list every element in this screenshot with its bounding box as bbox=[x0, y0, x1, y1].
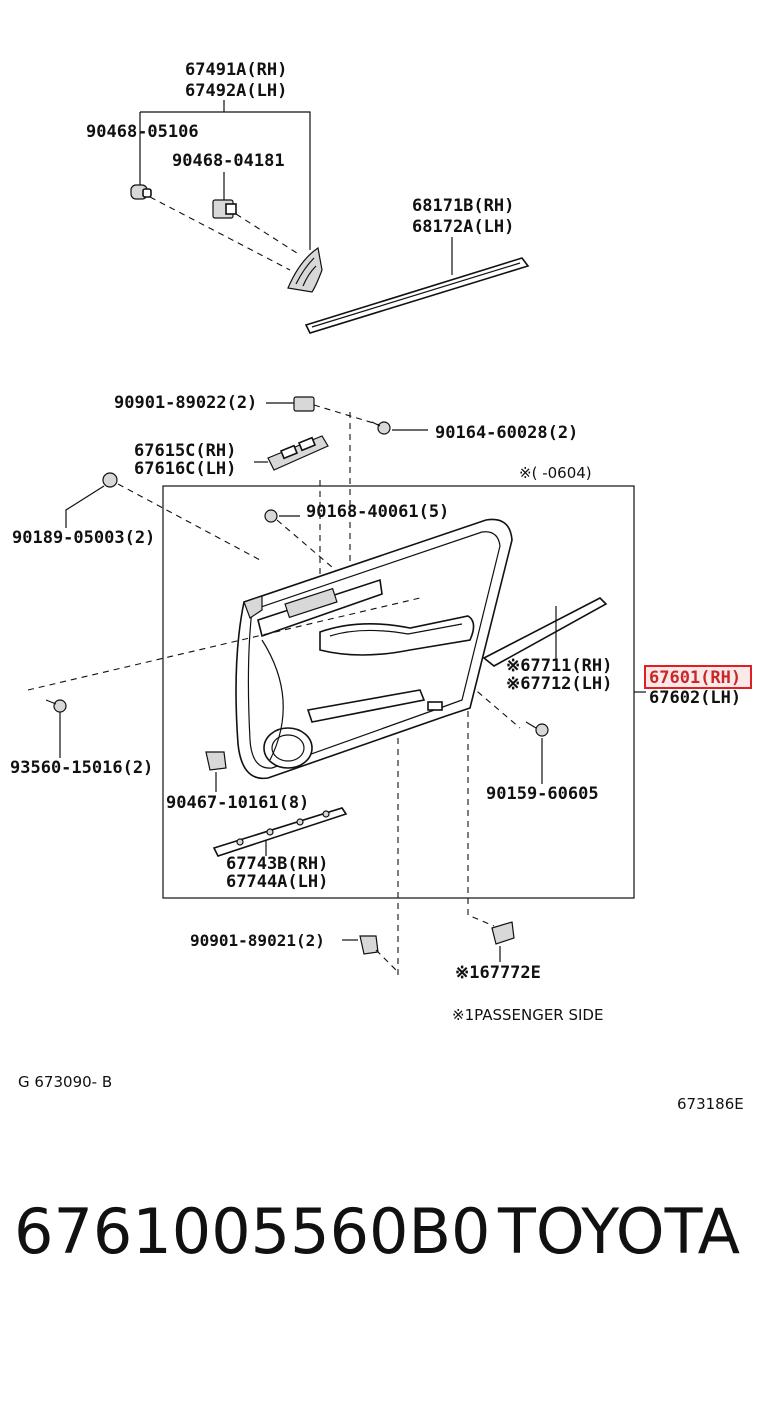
label-67744a: 67744A(LH) bbox=[226, 872, 328, 892]
label-90901-89022: 90901-89022(2) bbox=[114, 393, 257, 413]
label-90901-89021: 90901-89021(2) bbox=[190, 931, 325, 950]
belt-moulding-68171b bbox=[304, 257, 530, 334]
screw-90168-40061 bbox=[264, 509, 278, 523]
highlight-box-67601[interactable] bbox=[644, 665, 752, 689]
label-93560-15016: 93560-15016(2) bbox=[10, 758, 153, 778]
dash-90189-05003 bbox=[117, 483, 261, 561]
clip-90901-89021 bbox=[359, 935, 379, 955]
label-68172a: 68172A(LH) bbox=[412, 217, 514, 237]
garnish-67711 bbox=[482, 597, 608, 667]
label-90168-40061: 90168-40061(5) bbox=[306, 502, 449, 522]
label-67772e: ※167772E bbox=[455, 963, 541, 983]
clip-90468-04181 bbox=[212, 199, 237, 219]
label-90164-60028: 90164-60028(2) bbox=[435, 423, 578, 443]
screw-90164-60028 bbox=[371, 421, 391, 435]
dash-clip1 bbox=[149, 196, 291, 271]
label-67711: ※67711(RH) bbox=[506, 656, 612, 676]
label-67492a: 67492A(LH) bbox=[185, 81, 287, 101]
clip-90189-05003 bbox=[102, 472, 118, 488]
door-trim-panel-67601 bbox=[235, 518, 513, 780]
label-90468-05106: 90468-05106 bbox=[86, 122, 199, 142]
dash-clip2 bbox=[235, 213, 301, 256]
label-90189-05003: 90189-05003(2) bbox=[12, 528, 155, 548]
label-67491a: 67491A(RH) bbox=[185, 60, 287, 80]
label-67601[interactable]: 67601(RH) bbox=[649, 668, 741, 688]
label-67615c: 67615C(RH) bbox=[134, 441, 236, 461]
clip-90468-05106 bbox=[130, 184, 152, 200]
dash-93560-15016 bbox=[27, 597, 421, 691]
strip-67743b bbox=[212, 807, 348, 857]
label-group-code: G 673090- B bbox=[18, 1073, 112, 1091]
dash-90901-89022 bbox=[313, 404, 381, 426]
label-67602: 67602(LH) bbox=[649, 688, 741, 708]
label-67616c: 67616C(LH) bbox=[134, 459, 236, 479]
dash-vertical-4 bbox=[467, 700, 495, 927]
footer-part-number: 6761005560B0 bbox=[14, 1195, 491, 1268]
tweeter-cover-67491a bbox=[287, 246, 323, 293]
footer-brand: TOYOTA bbox=[498, 1195, 741, 1268]
screw-90159-60605 bbox=[525, 721, 549, 737]
label-passenger-note: ※1PASSENGER SIDE bbox=[452, 1006, 603, 1024]
label-90159-60605: 90159-60605 bbox=[486, 784, 599, 804]
clip-90467-10161 bbox=[205, 751, 227, 771]
clip-93560-15016 bbox=[45, 699, 67, 713]
dash-90901-89021 bbox=[375, 949, 399, 973]
label-67712: ※67712(LH) bbox=[506, 674, 612, 694]
label-90468-04181: 90468-04181 bbox=[172, 151, 285, 171]
footer: 6761005560B0 TOYOTA bbox=[14, 1195, 754, 1275]
switch-base-67615c bbox=[267, 435, 329, 471]
leader-90189-05003 bbox=[65, 485, 105, 528]
label-90467-10161: 90467-10161(8) bbox=[166, 793, 309, 813]
cover-67772e bbox=[491, 921, 515, 945]
label-figure-code: 673186E bbox=[677, 1095, 744, 1113]
label-range-note: ※( -0604) bbox=[519, 464, 592, 482]
clip-90901-89022 bbox=[293, 396, 315, 412]
label-67743b: 67743B(RH) bbox=[226, 854, 328, 874]
leader-67491a bbox=[140, 111, 311, 250]
label-68171b: 68171B(RH) bbox=[412, 196, 514, 216]
parts-diagram: 67491A(RH) 67492A(LH) 90468-05106 90468-… bbox=[10, 60, 752, 1113]
